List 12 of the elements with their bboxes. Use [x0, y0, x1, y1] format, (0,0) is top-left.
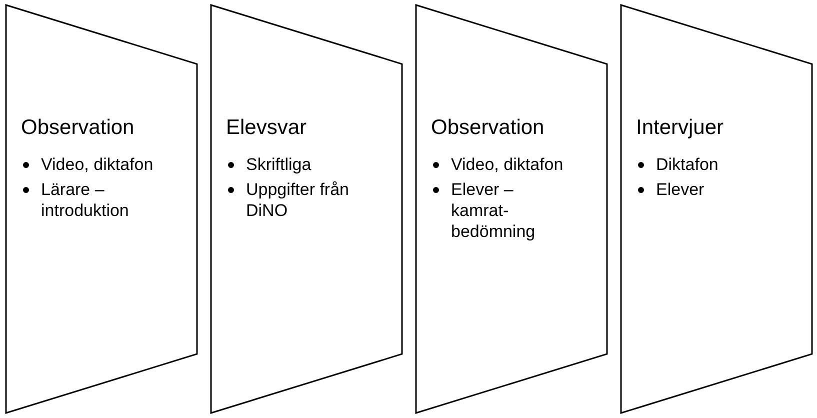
bullet-text: Lärare – introduktion [41, 179, 130, 221]
bullet-text: Elever [656, 179, 706, 200]
bullet-text: Video, diktafon [41, 154, 154, 175]
stage-heading: Observation [431, 116, 544, 140]
stage-heading: Observation [21, 116, 134, 140]
stage-heading: Intervjuer [636, 116, 724, 140]
stage-heading: Elevsvar [226, 116, 307, 140]
bullet-text: Elever – kamrat-bedömning [451, 179, 536, 242]
bullet-text: Uppgifter från DiNO [246, 179, 350, 221]
bullet-text: Diktafon [656, 154, 720, 175]
bullet-text: Video, diktafon [451, 154, 564, 175]
bullet-text: Skriftliga [246, 154, 312, 175]
